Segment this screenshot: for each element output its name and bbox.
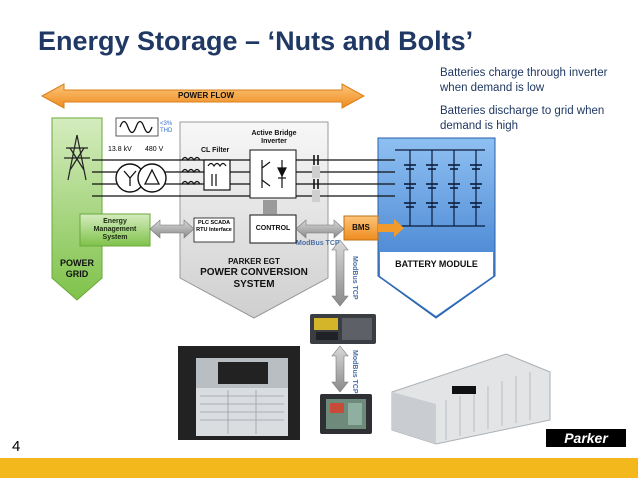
ems-plc-arrow [149,219,195,239]
battery-label-area [380,252,493,316]
bms-battery-arrow [378,219,404,237]
inverter-label: Active Bridge Inverter [251,130,297,145]
modbus-vertical-label-1: ModBus TCP [351,256,358,300]
bottom-bar [0,458,638,478]
cl-filter-icon [181,156,231,191]
modbus-vertical-label-2: ModBus TCP [351,350,358,394]
transmission-tower-icon [64,134,90,181]
wye-delta-symbols [123,168,161,186]
note-charge: Batteries charge through inverter when d… [440,67,608,94]
capacitor-icons [313,155,319,189]
cap-gap-2 [312,190,320,202]
pcs-brand-label: PARKER EGT [228,257,280,266]
battery-container-image [391,353,551,445]
modbus-horizontal-label: ModBus TCP [296,240,340,247]
thd-label: <3% THD [160,121,173,134]
voltage-low-label: 480 V [145,146,164,153]
pcs-title-label: POWER CONVERSION SYSTEM [200,267,308,290]
pcs-cabinet-image [178,346,300,440]
power-flow-label: POWER FLOW [178,91,234,100]
inverter-control-link [263,200,277,214]
ems-box [79,213,151,247]
voltage-high-label: 13.8 kV [108,146,132,153]
plc-box [193,217,235,243]
cap-gap-1 [312,166,320,178]
parker-logo: Parker [546,429,626,447]
power-grid-label: POWER GRID [59,258,94,279]
note-discharge: Batteries discharge to grid when demand … [440,105,605,132]
battery-cells [395,149,485,227]
modbus-arrow-upper [331,239,349,307]
cl-filter-label: CL Filter [201,147,230,154]
page-number: 4 [12,438,21,455]
power-flow-arrow [40,83,366,109]
control-label: CONTROL [255,225,291,232]
sine-wave-icon [115,117,159,137]
bms-label: BMS [352,223,370,232]
plc-hardware-image [310,314,376,344]
transformer-icon [115,163,167,193]
plc-label: PLC SCADA RTU Interface [196,220,232,233]
modbus-arrow-lower [331,345,349,393]
power-grid-block [51,117,103,301]
control-box [249,214,297,244]
ems-label: Energy Management System [93,218,137,241]
slide-title: Energy Storage – ‘Nuts and Bolts’ [38,26,474,56]
hmi-screen-image [320,394,372,434]
battery-module-label: BATTERY MODULE [395,259,478,269]
inverter-icon [249,149,297,199]
